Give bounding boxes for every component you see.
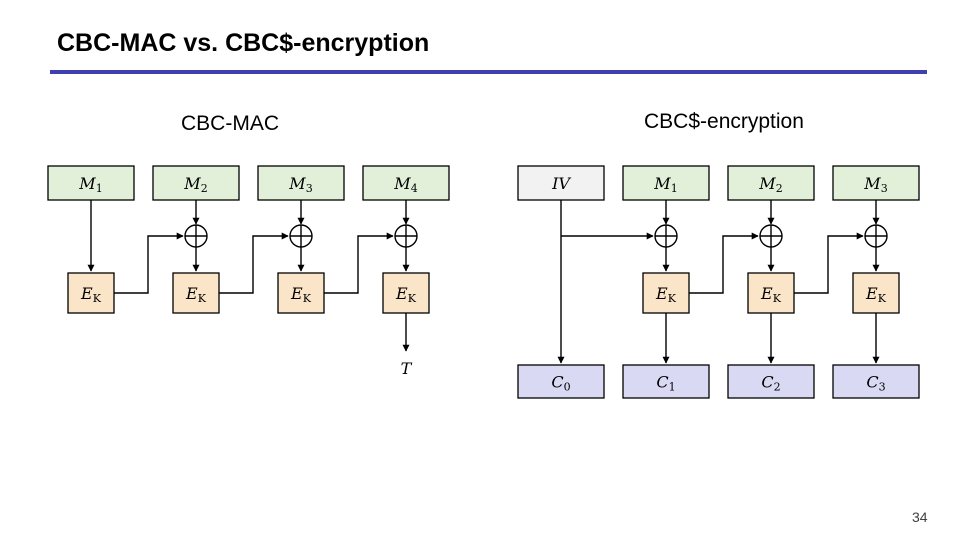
- mac-cipher-box-2: [172, 272, 220, 314]
- mac-message-box-4: [362, 165, 450, 201]
- mac-message-box-2: [152, 165, 240, 201]
- cbc-encryption-heading: CBC$-encryption: [644, 110, 804, 133]
- slide-title: CBC-MAC vs. CBC$-encryption: [57, 29, 430, 57]
- enc-cipher-box-2: [747, 272, 795, 314]
- enc-ciphertext-box-1: [622, 364, 710, 399]
- enc-ciphertext-box-2: [727, 364, 815, 399]
- enc-iv-box-label: IV: [551, 174, 571, 193]
- title-underline: [50, 70, 927, 74]
- cbc-mac-heading: CBC-MAC: [181, 112, 279, 135]
- enc-ciphertext-box-3: [832, 364, 920, 399]
- mac-tag-label: T: [401, 359, 413, 378]
- enc-message-box-2: [727, 165, 815, 201]
- enc-message-box-3: [832, 165, 920, 201]
- enc-chain-1: [689, 232, 759, 294]
- enc-iv-box: [517, 165, 605, 201]
- mac-message-box-3: [257, 165, 345, 201]
- mac-chain-1: [114, 232, 184, 294]
- enc-ciphertext-box-0: [517, 364, 605, 399]
- mac-cipher-box-4: [382, 272, 430, 314]
- mac-cipher-box-1: [67, 272, 115, 314]
- page-number: 34: [912, 509, 928, 525]
- mac-chain-3: [324, 232, 394, 294]
- enc-chain-2: [794, 232, 864, 294]
- enc-cipher-box-3: [852, 272, 900, 314]
- mac-cipher-box-3: [277, 272, 325, 314]
- mac-chain-2: [219, 232, 289, 294]
